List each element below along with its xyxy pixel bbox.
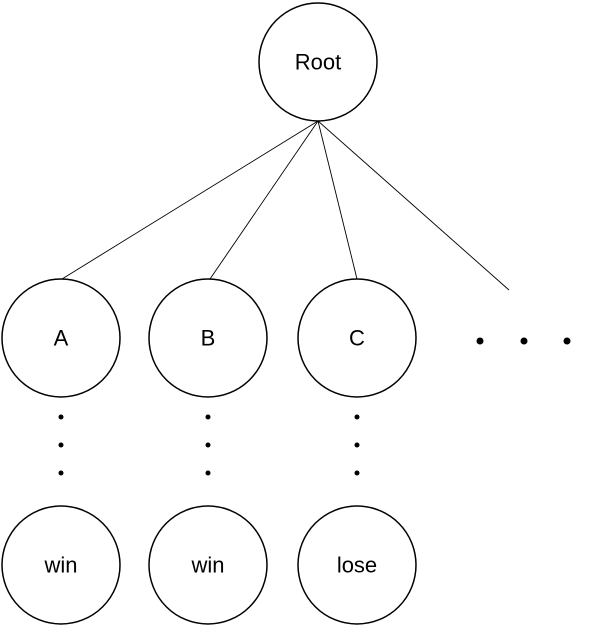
ellipsis-dot (58, 442, 64, 448)
ellipsis-dot (476, 337, 484, 345)
child-node-b: B (148, 278, 268, 398)
more-children-ellipsis (476, 337, 571, 345)
ellipsis-dot (205, 470, 211, 476)
child-node-c: C (297, 278, 417, 398)
vertical-ellipsis-c (354, 414, 360, 476)
leaf-a-label: win (43, 553, 77, 578)
edge-root-more (317, 120, 510, 291)
root-label: Root (295, 50, 341, 75)
ellipsis-dot (354, 414, 360, 420)
child-a-label: A (54, 326, 69, 351)
edge-root-a (61, 120, 319, 280)
child-node-a: A (1, 278, 121, 398)
child-c-label: C (349, 326, 365, 351)
child-b-label: B (201, 326, 216, 351)
vertical-ellipsis-a (58, 414, 64, 476)
leaf-c-label: lose (337, 553, 377, 578)
ellipsis-dot (58, 414, 64, 420)
leaf-node-a: win (1, 505, 121, 625)
ellipsis-dot (58, 470, 64, 476)
ellipsis-dot (354, 470, 360, 476)
leaf-node-b: win (148, 505, 268, 625)
root-node: Root (258, 2, 378, 122)
ellipsis-dot (520, 337, 528, 345)
ellipsis-dot (563, 337, 571, 345)
ellipsis-dot (205, 442, 211, 448)
vertical-ellipsis-b (205, 414, 211, 476)
edge-root-b (209, 120, 319, 280)
edge-root-c (317, 120, 358, 280)
leaf-node-c: lose (297, 505, 417, 625)
leaf-b-label: win (190, 553, 224, 578)
ellipsis-dot (205, 414, 211, 420)
ellipsis-dot (354, 442, 360, 448)
